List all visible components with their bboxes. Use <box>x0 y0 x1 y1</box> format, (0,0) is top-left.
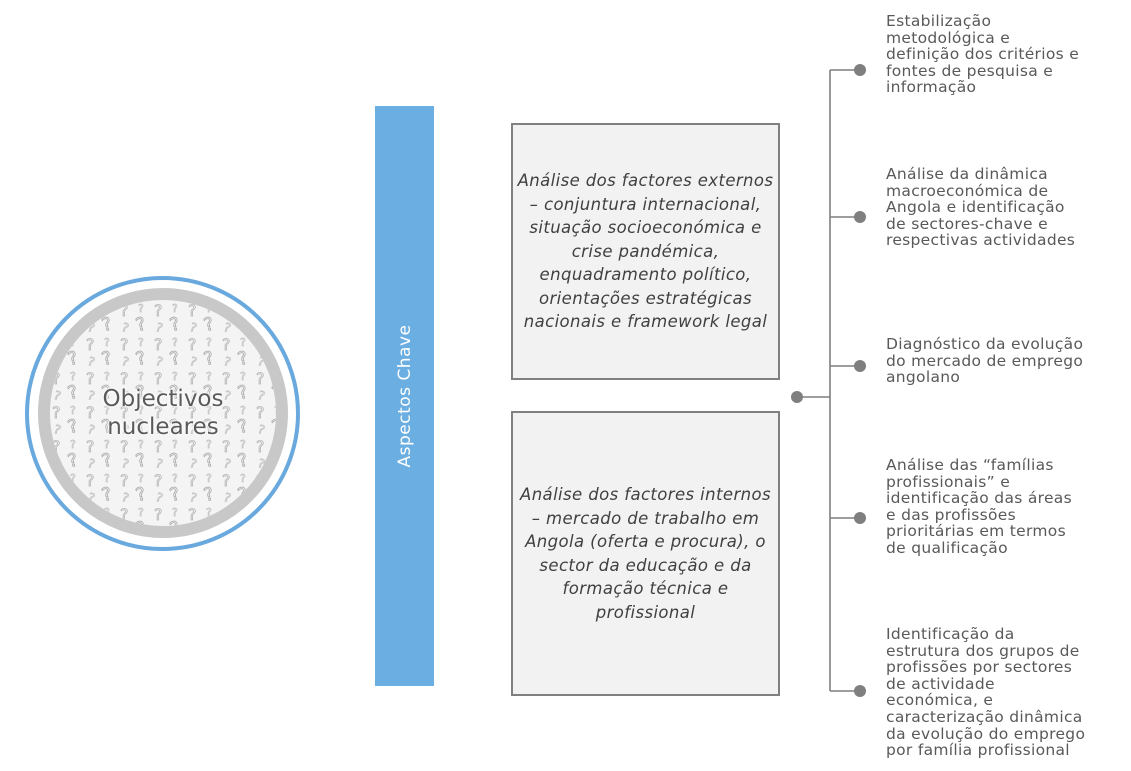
objective-label-4: Análise das “famílias profissionais” e i… <box>886 456 1072 557</box>
aspect-box-internal: Análise dos factores internos – mercado … <box>511 411 780 696</box>
key-aspects-bar: Aspectos Chave <box>375 106 434 686</box>
circle-title-line2: nucleares <box>107 414 219 440</box>
objective-label-3: Diagnóstico da evolução do mercado de em… <box>886 335 1084 387</box>
question-mark-pattern: ? ? ? ? <box>50 300 276 526</box>
objective-label-1: Estabilização metodológica e definição d… <box>886 12 1080 97</box>
connector-dot-1 <box>854 64 866 76</box>
aspect-external-text: Análise dos factores externos – conjuntu… <box>517 171 774 332</box>
connector-dot-5 <box>854 685 866 697</box>
objective-label-5: Identificação da estrutura dos grupos de… <box>886 625 1086 760</box>
objective-label-2: Análise da dinâmica macroeconómica de An… <box>886 165 1076 250</box>
connector-dot-3 <box>854 360 866 372</box>
connector-dot-2 <box>854 211 866 223</box>
aspect-box-external: Análise dos factores externos – conjuntu… <box>511 123 780 380</box>
circle-title-line1: Objectivos <box>102 386 224 412</box>
connector-dot-4 <box>854 512 866 524</box>
circle-title: Objectivos nucleares <box>38 288 288 538</box>
connector-dot-trunk <box>791 391 803 403</box>
aspect-internal-text: Análise dos factores internos – mercado … <box>520 485 771 622</box>
